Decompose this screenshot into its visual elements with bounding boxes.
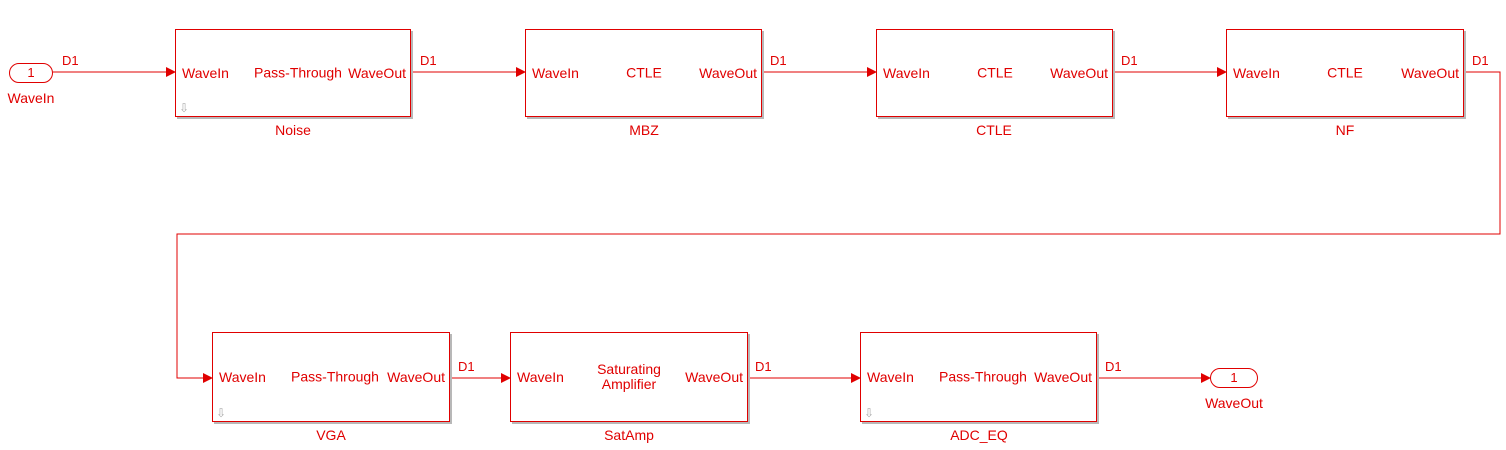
block-noise-label: Pass-Through <box>254 64 342 81</box>
block-vga-in-port: WaveIn <box>219 369 266 385</box>
block-noise-name: Noise <box>275 122 311 138</box>
block-ctle-name: CTLE <box>976 122 1012 138</box>
block-vga-name: VGA <box>316 427 346 443</box>
block-ctle-in-port: WaveIn <box>883 65 930 81</box>
block-satamp-label: Saturating Amplifier <box>597 362 661 392</box>
block-satamp-name: SatAmp <box>604 427 654 443</box>
block-nf-in-port: WaveIn <box>1233 65 1280 81</box>
block-ctle-label: CTLE <box>977 64 1013 81</box>
block-ctle[interactable]: WaveIn CTLE WaveOut <box>876 29 1113 117</box>
signal-label: D1 <box>770 53 787 68</box>
block-adc-eq-label: Pass-Through <box>939 368 1027 385</box>
block-satamp-label-line2: Amplifier <box>601 376 657 392</box>
block-mbz-name: MBZ <box>629 122 659 138</box>
down-arrow-icon: ⇩ <box>216 406 227 420</box>
signal-line-nf-vga[interactable] <box>176 71 1501 383</box>
block-satamp-out-port: WaveOut <box>685 369 743 385</box>
block-satamp-label-line1: Saturating <box>597 361 661 377</box>
inport-block[interactable]: 1 <box>9 63 53 83</box>
block-satamp[interactable]: WaveIn Saturating Amplifier WaveOut <box>510 332 748 422</box>
block-vga-out-port: WaveOut <box>387 369 445 385</box>
outport-block[interactable]: 1 <box>1210 368 1258 388</box>
block-vga[interactable]: WaveIn Pass-Through WaveOut ⇩ <box>212 332 450 422</box>
signal-label: D1 <box>1472 53 1489 68</box>
block-adc-eq-out-port: WaveOut <box>1034 369 1092 385</box>
block-nf-label: CTLE <box>1327 64 1363 81</box>
inport-number: 1 <box>27 65 35 80</box>
block-ctle-out-port: WaveOut <box>1050 65 1108 81</box>
block-noise-in-port: WaveIn <box>182 65 229 81</box>
block-nf[interactable]: WaveIn CTLE WaveOut <box>1226 29 1464 117</box>
block-adc-eq[interactable]: WaveIn Pass-Through WaveOut ⇩ <box>860 332 1097 422</box>
signal-label: D1 <box>1105 359 1122 374</box>
block-mbz-out-port: WaveOut <box>699 65 757 81</box>
block-nf-out-port: WaveOut <box>1401 65 1459 81</box>
inport-name: WaveIn <box>7 90 55 106</box>
signal-label: D1 <box>1121 53 1138 68</box>
block-noise[interactable]: WaveIn Pass-Through WaveOut ⇩ <box>175 29 411 117</box>
signal-label: D1 <box>420 53 437 68</box>
down-arrow-icon: ⇩ <box>864 406 875 420</box>
block-noise-out-port: WaveOut <box>348 65 406 81</box>
block-adc-eq-name: ADC_EQ <box>950 427 1008 443</box>
block-mbz-in-port: WaveIn <box>532 65 579 81</box>
signal-label: D1 <box>458 359 475 374</box>
block-satamp-in-port: WaveIn <box>517 369 564 385</box>
outport-number: 1 <box>1230 370 1238 385</box>
signal-label: D1 <box>62 53 79 68</box>
block-nf-name: NF <box>1335 122 1355 138</box>
block-mbz[interactable]: WaveIn CTLE WaveOut <box>525 29 762 117</box>
down-arrow-icon: ⇩ <box>179 101 190 115</box>
signal-label: D1 <box>755 359 772 374</box>
block-vga-label: Pass-Through <box>291 368 379 385</box>
outport-name: WaveOut <box>1205 395 1263 411</box>
block-adc-eq-in-port: WaveIn <box>867 369 914 385</box>
block-mbz-label: CTLE <box>626 64 662 81</box>
